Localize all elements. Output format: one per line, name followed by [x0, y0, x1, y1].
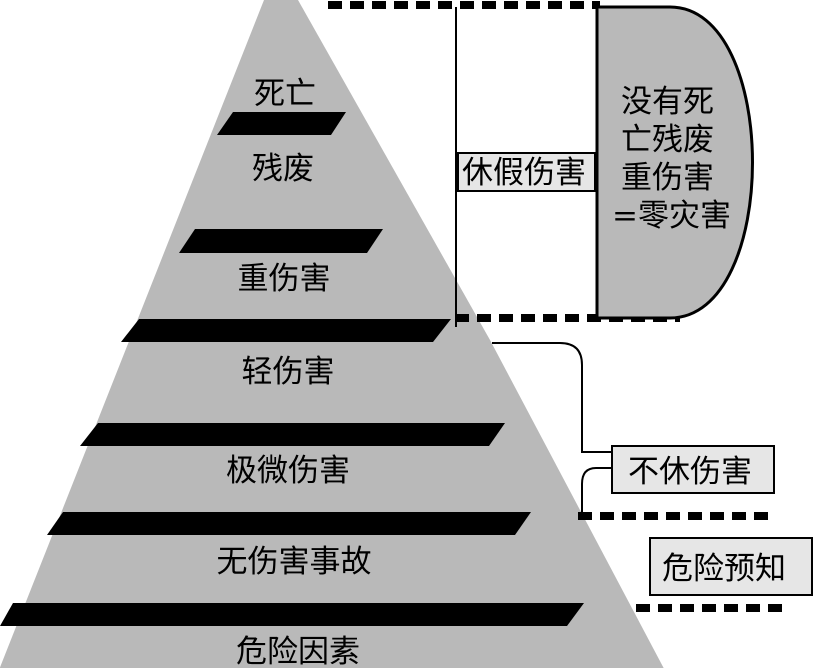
level-label-serious-injury: 重伤害 — [238, 261, 331, 297]
pyramid-band-6 — [0, 603, 584, 626]
zero-disaster-line-1: 没有死 — [621, 84, 714, 120]
level-label-minor-injury: 轻伤害 — [242, 354, 335, 390]
pyramid-band-5 — [47, 512, 531, 535]
holiday-injury-box — [457, 152, 596, 192]
level-label-disability: 残废 — [252, 151, 314, 187]
hazard-prediction-box — [649, 537, 813, 596]
pyramid-band-3 — [121, 319, 451, 342]
no-leave-connector — [492, 342, 612, 453]
level-label-slight-injury: 极微伤害 — [226, 453, 350, 489]
zero-disaster-line-2: 亡残废 — [621, 122, 714, 158]
level-label-death: 死亡 — [254, 76, 316, 112]
no-leave-injury-box — [611, 445, 775, 494]
pyramid-band-1 — [217, 112, 346, 135]
level-label-hazard-factor: 危险因素 — [236, 634, 360, 668]
holiday-injury-label: 休假伤害 — [462, 155, 586, 191]
zero-disaster-line-4: =零灾害 — [612, 198, 731, 234]
zero-disaster-panel — [595, 5, 754, 320]
level-label-no-injury-accident: 无伤害事故 — [217, 544, 372, 580]
pyramid-band-4 — [80, 423, 505, 446]
pyramid-band-2 — [179, 229, 383, 253]
no-leave-connector-lower — [581, 467, 612, 512]
hazard-prediction-label: 危险预知 — [662, 551, 786, 587]
zero-disaster-line-3: 重伤害 — [621, 160, 714, 196]
no-leave-injury-label: 不休伤害 — [628, 454, 752, 490]
